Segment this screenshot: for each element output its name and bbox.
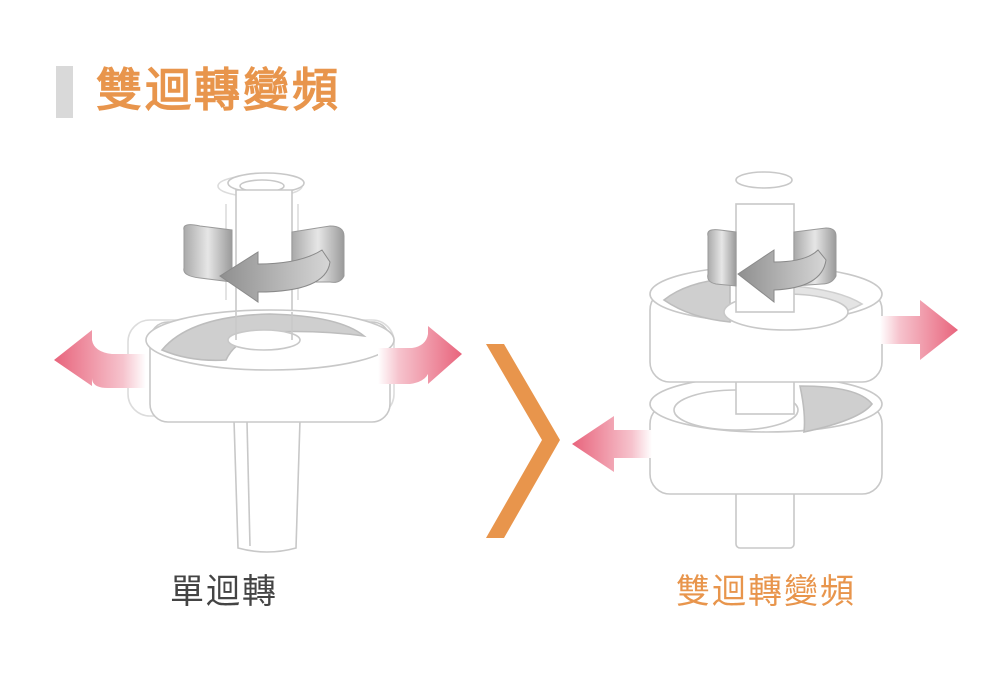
airflow-arrow-right-out bbox=[378, 326, 462, 384]
caption-single-rotary: 單迴轉 bbox=[170, 572, 278, 612]
airflow-arrow-upper-out bbox=[880, 300, 958, 360]
airflow-arrow-left-out bbox=[54, 330, 146, 388]
caption-dual-rotary-inverter: 雙迴轉變頻 bbox=[676, 572, 856, 612]
airflow-arrow-lower-out bbox=[572, 416, 652, 472]
title-accent-bar bbox=[56, 66, 73, 118]
page-title: 雙迴轉變頻 bbox=[96, 63, 341, 117]
single-rotary-compressor bbox=[127, 172, 395, 553]
greater-than-icon bbox=[486, 344, 560, 538]
dual-rotary-compressor bbox=[649, 171, 883, 549]
